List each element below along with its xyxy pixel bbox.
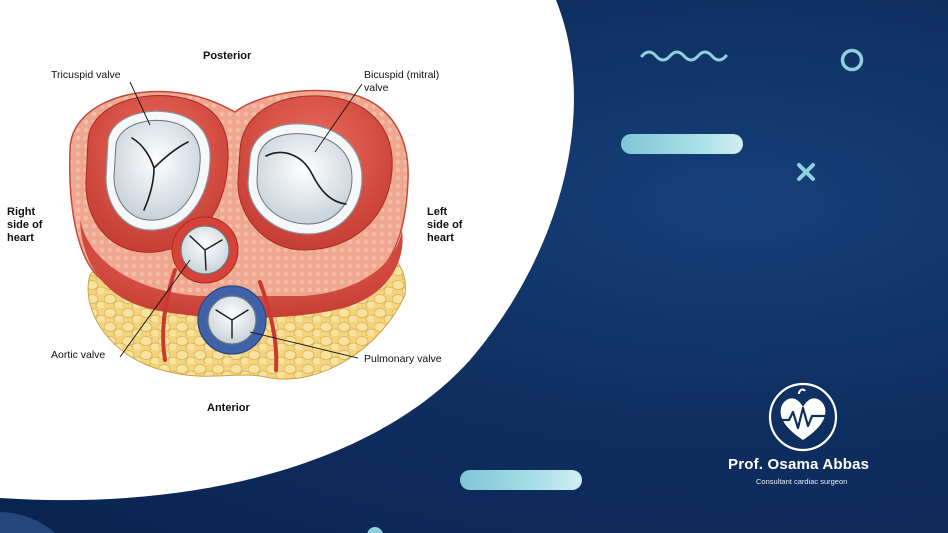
brand-name: Prof. Osama Abbas — [728, 456, 870, 473]
label-posterior: Posterior — [203, 50, 252, 62]
label-left-side: Left side of heart — [427, 206, 463, 244]
dot-icon — [367, 527, 383, 533]
cross-icon — [797, 163, 815, 181]
label-tricuspid-valve: Tricuspid valve — [51, 69, 121, 81]
label-anterior: Anterior — [207, 402, 250, 414]
label-pulmonary-valve: Pulmonary valve — [364, 353, 442, 365]
label-right-side: Right side of heart — [7, 206, 43, 244]
decor-pill-bottom — [460, 470, 582, 490]
decor-pill-top — [621, 134, 743, 154]
heart-valves-diagram — [69, 81, 409, 380]
label-aortic-valve: Aortic valve — [51, 349, 106, 361]
wave-icon — [640, 50, 728, 62]
brand-subtitle: Consultant cardiac surgeon — [756, 477, 848, 486]
label-bicuspid-valve: Bicuspid (mitral) valve — [364, 69, 440, 94]
ring-icon — [840, 48, 864, 72]
heart-logo-icon — [768, 382, 838, 452]
